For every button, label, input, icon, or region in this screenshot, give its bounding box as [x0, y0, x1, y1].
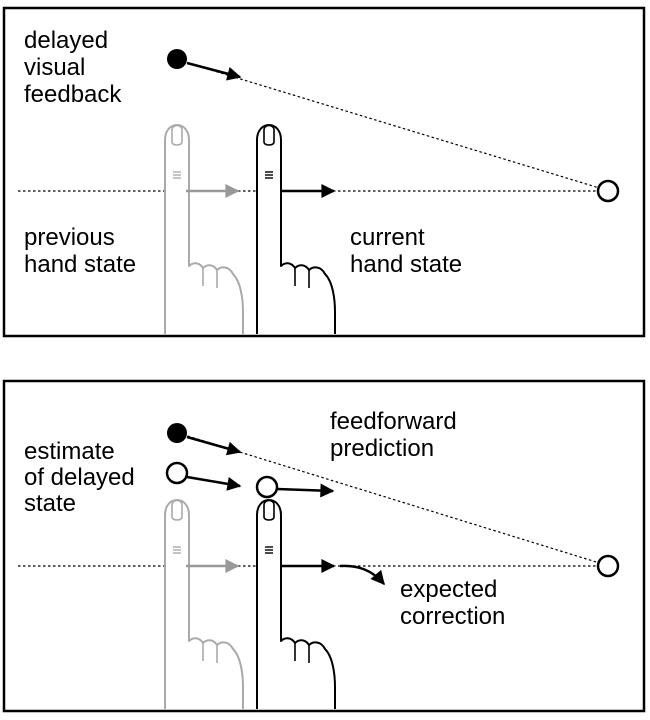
- delayed-feedback-arrow: [186, 61, 242, 81]
- delay-projection-line: [177, 59, 607, 191]
- current-hand-label: current hand state: [350, 224, 462, 278]
- feedforward-circle: [255, 475, 279, 499]
- expected-correction-label: expected correction: [400, 576, 505, 630]
- estimate-label: estimate of delayed state: [24, 438, 141, 517]
- top-panel: delayed visual feedback previous hand st…: [2, 6, 646, 338]
- delayed-feedback-arrow: [186, 435, 242, 456]
- target-circle: [596, 179, 620, 203]
- current-hand-icon: [256, 124, 336, 335]
- delayed-feedback-dot: [167, 423, 187, 443]
- bottom-panel: estimate of delayed state feedforward pr…: [2, 379, 646, 713]
- previous-hand-icon: [164, 124, 244, 335]
- feedforward-arrow: [276, 483, 335, 498]
- top-panel-frame: [2, 6, 646, 338]
- previous-hand-label: previous hand state: [24, 224, 136, 278]
- target-circle: [596, 554, 620, 578]
- previous-hand-icon: [164, 499, 244, 710]
- delayed-feedback-label: delayed visual feedback: [24, 27, 122, 108]
- estimate-arrow: [186, 475, 242, 491]
- feedforward-label: feedforward prediction: [330, 408, 463, 462]
- expected-correction-arrow: [339, 564, 385, 586]
- delayed-feedback-dot: [167, 49, 187, 69]
- estimate-circle: [165, 461, 189, 485]
- bottom-panel-frame: [2, 379, 646, 713]
- current-hand-icon: [256, 499, 336, 710]
